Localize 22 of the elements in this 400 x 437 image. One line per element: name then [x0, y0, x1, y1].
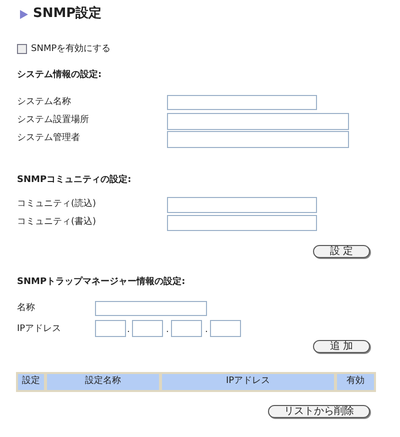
button: 追 加	[313, 340, 370, 353]
section-heading: SNMPコミュニティの設定:	[17, 174, 132, 186]
field-label: SNMPを有効にする	[31, 43, 111, 55]
field-label: システム名称	[17, 96, 71, 108]
column-header: 有効	[335, 372, 376, 392]
column-header: 設定	[16, 372, 46, 392]
button: 設 定	[313, 245, 370, 258]
separator-dot: .	[166, 324, 169, 336]
button: リストから削除	[268, 405, 370, 418]
field-label: 名称	[17, 302, 35, 314]
separator-dot: .	[205, 324, 208, 336]
page-title: SNMP設定	[33, 6, 102, 22]
field-label: コミュニティ(読込)	[17, 198, 96, 210]
section-heading: SNMPトラップマネージャー情報の設定:	[17, 276, 186, 288]
field-label: システム管理者	[17, 132, 80, 144]
field-label: コミュニティ(書込)	[17, 216, 96, 228]
field-label: システム設置場所	[17, 114, 89, 126]
column-header: IPアドレス	[160, 372, 336, 392]
field-label: IPアドレス	[17, 323, 62, 335]
separator-dot: .	[127, 324, 130, 336]
column-header: 設定名称	[45, 372, 161, 392]
section-heading: システム情報の設定:	[17, 69, 102, 81]
